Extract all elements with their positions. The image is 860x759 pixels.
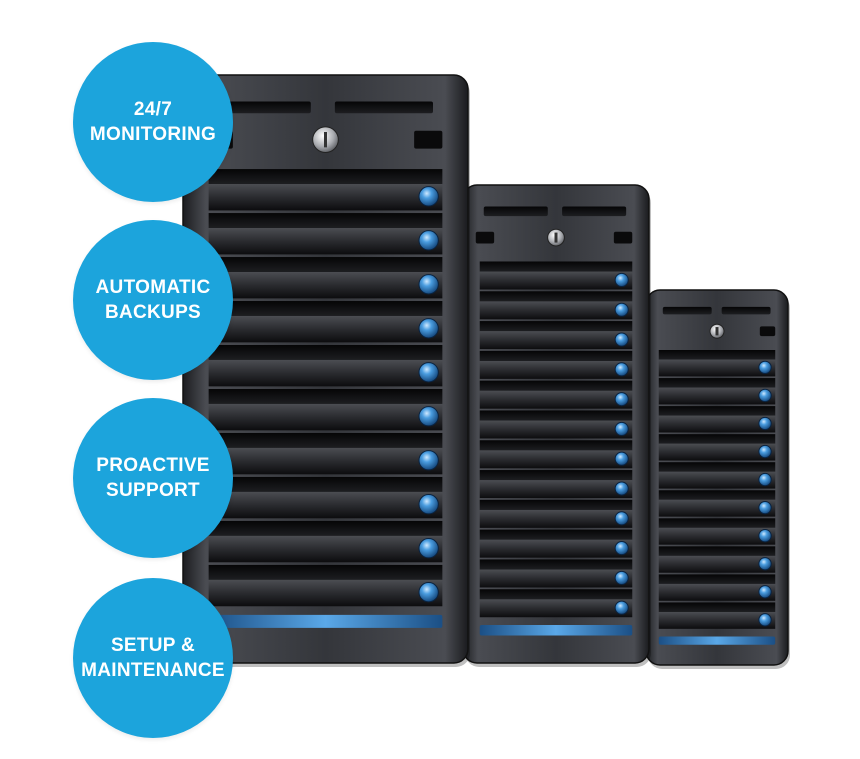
drive-bay (658, 359, 776, 377)
status-led-icon (614, 332, 629, 347)
status-led-icon (614, 511, 629, 526)
status-led-icon (614, 362, 629, 377)
drive-bay (208, 579, 443, 607)
drive-bay (658, 611, 776, 629)
status-led-icon (758, 388, 772, 403)
drive-bay (479, 331, 633, 350)
drive-bay (208, 447, 443, 475)
status-led-icon (758, 557, 772, 571)
server-tower-small (645, 289, 790, 669)
badge-maintenance-label: SETUP & MAINTENANCE (81, 635, 225, 681)
drive-bay (479, 569, 633, 588)
status-led-icon (418, 494, 439, 515)
drive-bay (208, 184, 443, 211)
drive-bay (208, 491, 443, 519)
accent-bar (208, 614, 443, 628)
status-led-icon (418, 274, 439, 295)
drive-bay (479, 509, 633, 528)
drive-bay (658, 555, 776, 573)
status-led-icon (758, 360, 772, 375)
drive-bay (658, 443, 776, 461)
drive-bay (479, 271, 633, 290)
status-led-icon (418, 582, 439, 603)
status-led-icon (758, 416, 772, 431)
status-led-icon (418, 186, 439, 207)
drive-bay (208, 271, 443, 299)
status-led-icon (418, 230, 439, 251)
status-led-icon (758, 529, 772, 543)
drive-bay (658, 499, 776, 517)
drive-bay (208, 228, 443, 255)
status-led-icon (418, 318, 439, 339)
status-led-icon (614, 272, 629, 288)
server-tower-medium (462, 184, 651, 667)
status-led-icon (418, 406, 439, 427)
status-led-icon (614, 570, 629, 585)
drive-bay (208, 315, 443, 343)
status-led-icon (418, 538, 439, 559)
drive-bay (479, 301, 633, 320)
drive-bay (479, 450, 633, 469)
status-led-icon (418, 450, 439, 471)
badge-monitoring: 24/7 MONITORING (73, 42, 233, 202)
drive-bay (479, 420, 633, 439)
drive-bay (658, 583, 776, 601)
drive-bay (658, 415, 776, 433)
drive-bay (658, 387, 776, 405)
status-led-icon (418, 362, 439, 383)
status-led-icon (614, 302, 629, 317)
status-led-icon (758, 472, 772, 487)
drive-bay (658, 471, 776, 489)
accent-bar (658, 636, 776, 645)
badge-support: PROACTIVE SUPPORT (73, 398, 233, 558)
drive-bay (479, 360, 633, 379)
status-led-icon (614, 421, 629, 436)
drive-bay (479, 480, 633, 499)
badge-backups: AUTOMATIC BACKUPS (73, 220, 233, 380)
status-led-icon (758, 500, 772, 515)
drive-bay (208, 403, 443, 431)
accent-bar (479, 625, 633, 636)
status-led-icon (614, 451, 629, 466)
drive-bay (479, 390, 633, 409)
status-led-icon (614, 541, 629, 556)
badge-monitoring-label: 24/7 MONITORING (89, 99, 217, 145)
drive-bay (479, 539, 633, 558)
badge-maintenance: SETUP & MAINTENANCE (73, 578, 233, 738)
status-led-icon (614, 481, 629, 496)
status-led-icon (758, 585, 772, 599)
drive-bay (479, 599, 633, 618)
server-tower-large (182, 74, 470, 667)
drive-bay (658, 527, 776, 545)
status-led-icon (614, 600, 629, 615)
status-led-icon (614, 392, 629, 407)
drive-bay (208, 359, 443, 387)
badge-backups-label: AUTOMATIC BACKUPS (95, 277, 211, 323)
badge-support-label: PROACTIVE SUPPORT (96, 455, 210, 501)
drive-bay (208, 535, 443, 563)
status-led-icon (758, 444, 772, 459)
status-led-icon (758, 613, 772, 627)
